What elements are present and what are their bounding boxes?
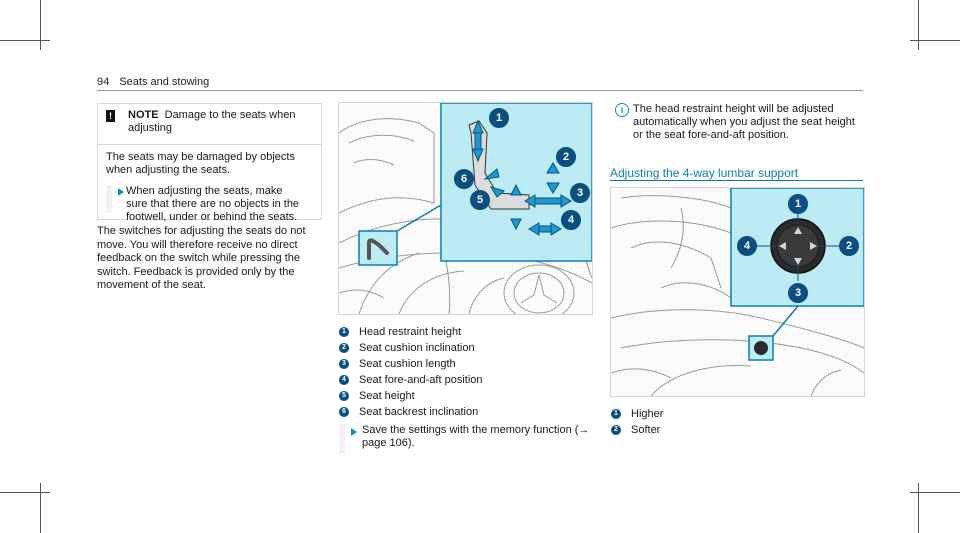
action-arrow-icon: [118, 188, 124, 196]
header-rule: [97, 90, 863, 91]
page-number: 94: [97, 76, 110, 88]
callout-5: 5: [470, 190, 490, 210]
note-box: ! NOTE Damage to the seats when adjustin…: [97, 103, 322, 223]
callout-1: 1: [489, 108, 509, 128]
note-heading: NOTE Damage to the seats when adjusting: [128, 109, 313, 135]
legend-item: 3 Seat cushion length: [339, 357, 579, 373]
crop-mark: [40, 0, 41, 50]
note-action-text: When adjusting the seats, make sure that…: [126, 185, 300, 223]
legend-number: 4: [339, 375, 349, 385]
seat-switch-figure: 1 2 3 4 5 6: [338, 102, 593, 315]
note-title: Damage to the seats when adjusting: [128, 109, 296, 134]
legend-text: Seat height: [359, 390, 415, 402]
crop-mark: [918, 483, 919, 533]
legend-number: 2: [339, 343, 349, 353]
legend-text: Higher: [631, 408, 664, 420]
legend-text: Seat backrest inclination: [359, 406, 479, 418]
legend-item: 2 Seat cushion inclination: [339, 341, 579, 357]
seat-switch-illustration: [339, 103, 592, 314]
page-header: 94 Seats and stowing: [97, 76, 209, 88]
legend-item: 2 Softer: [611, 423, 811, 439]
warning-icon: !: [106, 110, 115, 122]
legend-text: Seat cushion length: [359, 358, 456, 370]
lumbar-switch-illustration: [611, 188, 864, 396]
crop-mark: [910, 492, 960, 493]
info-note: The head restraint height will be adjust…: [633, 103, 855, 141]
callout-3: 3: [570, 183, 590, 203]
legend-item: 1 Head restraint height: [339, 325, 579, 341]
callout-3: 3: [788, 283, 808, 303]
memory-action-text: Save the settings with the memory functi…: [362, 424, 590, 449]
legend-item: 1 Higher: [611, 407, 811, 423]
legend-item: 4 Seat fore-and-aft position: [339, 373, 579, 389]
legend-number: 6: [339, 407, 349, 417]
intro-paragraph: The switches for adjusting the seats do …: [97, 225, 306, 291]
action-arrow-icon: [351, 428, 357, 436]
note-header: ! NOTE Damage to the seats when adjustin…: [98, 104, 321, 145]
legend-item: 6 Seat backrest inclination: [339, 405, 579, 421]
callout-4: 4: [737, 236, 757, 256]
section-title: Seats and stowing: [119, 76, 210, 88]
legend-number: 1: [611, 409, 621, 419]
legend-number: 5: [339, 391, 349, 401]
note-action: When adjusting the seats, make sure that…: [106, 185, 317, 223]
memory-action: Save the settings with the memory functi…: [339, 424, 595, 454]
note-body: The seats may be damaged by objects when…: [106, 151, 295, 176]
crop-mark: [0, 492, 50, 493]
callout-2: 2: [839, 236, 859, 256]
crop-mark: [918, 0, 919, 50]
lumbar-switch-figure: 1 2 3 4: [610, 187, 865, 397]
callout-6: 6: [454, 169, 474, 189]
seat-switch-legend: 1 Head restraint height 2 Seat cushion inc…: [339, 325, 579, 421]
callout-1: 1: [788, 194, 808, 214]
lumbar-section-title: Adjusting the 4-way lumbar support: [610, 166, 863, 181]
legend-item: 5 Seat height: [339, 389, 579, 405]
legend-number: 1: [339, 327, 349, 337]
info-icon: i: [615, 103, 629, 117]
legend-number: 2: [611, 425, 621, 435]
crop-mark: [40, 483, 41, 533]
legend-text: Seat cushion inclination: [359, 342, 475, 354]
legend-text: Seat fore-and-aft position: [359, 374, 483, 386]
callout-4: 4: [561, 210, 581, 230]
lumbar-legend: 1 Higher 2 Softer: [611, 407, 811, 439]
crop-mark: [910, 40, 960, 41]
legend-text: Head restraint height: [359, 326, 462, 338]
note-label: NOTE: [128, 109, 159, 121]
legend-number: 3: [339, 359, 349, 369]
callout-2: 2: [556, 147, 576, 167]
legend-text: Softer: [631, 424, 661, 436]
crop-mark: [0, 40, 50, 41]
